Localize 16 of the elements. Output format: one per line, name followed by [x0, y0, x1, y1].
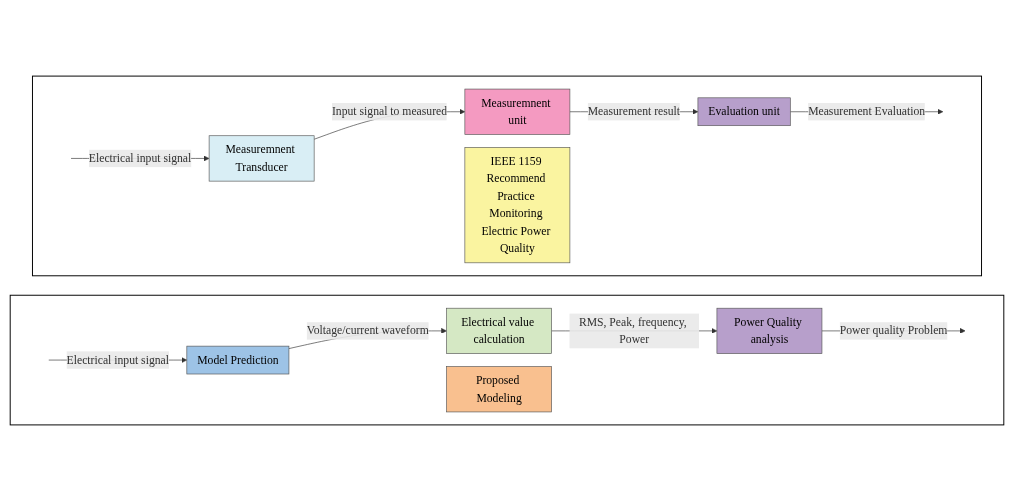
edge-label: Measurement result	[587, 103, 681, 121]
edge-label: RMS, Peak, frequency, Power	[569, 313, 700, 349]
edge-label: Power quality Problem	[839, 322, 948, 340]
process-box: IEEE 1159 Recommend Practice Monitoring Electric Power Quality	[464, 147, 571, 264]
process-box: Electrical value calculation	[446, 307, 552, 354]
edge-label: Electrical input signal	[66, 351, 169, 369]
edge-label: Electrical input signal	[88, 149, 192, 168]
edge-label: Voltage/current waveform	[306, 322, 429, 340]
process-box: Measuremnent Transducer	[208, 135, 315, 182]
process-box: Measuremnent unit	[464, 88, 571, 135]
process-box: Proposed Modeling	[446, 366, 552, 413]
process-box: Evaluation unit	[697, 97, 791, 126]
edge-label: Input signal to measured	[331, 103, 448, 121]
process-box: Model Prediction	[186, 345, 290, 375]
process-box: Power Quality analysis	[716, 307, 823, 354]
edge-label: Measurement Evaluation	[808, 103, 926, 121]
